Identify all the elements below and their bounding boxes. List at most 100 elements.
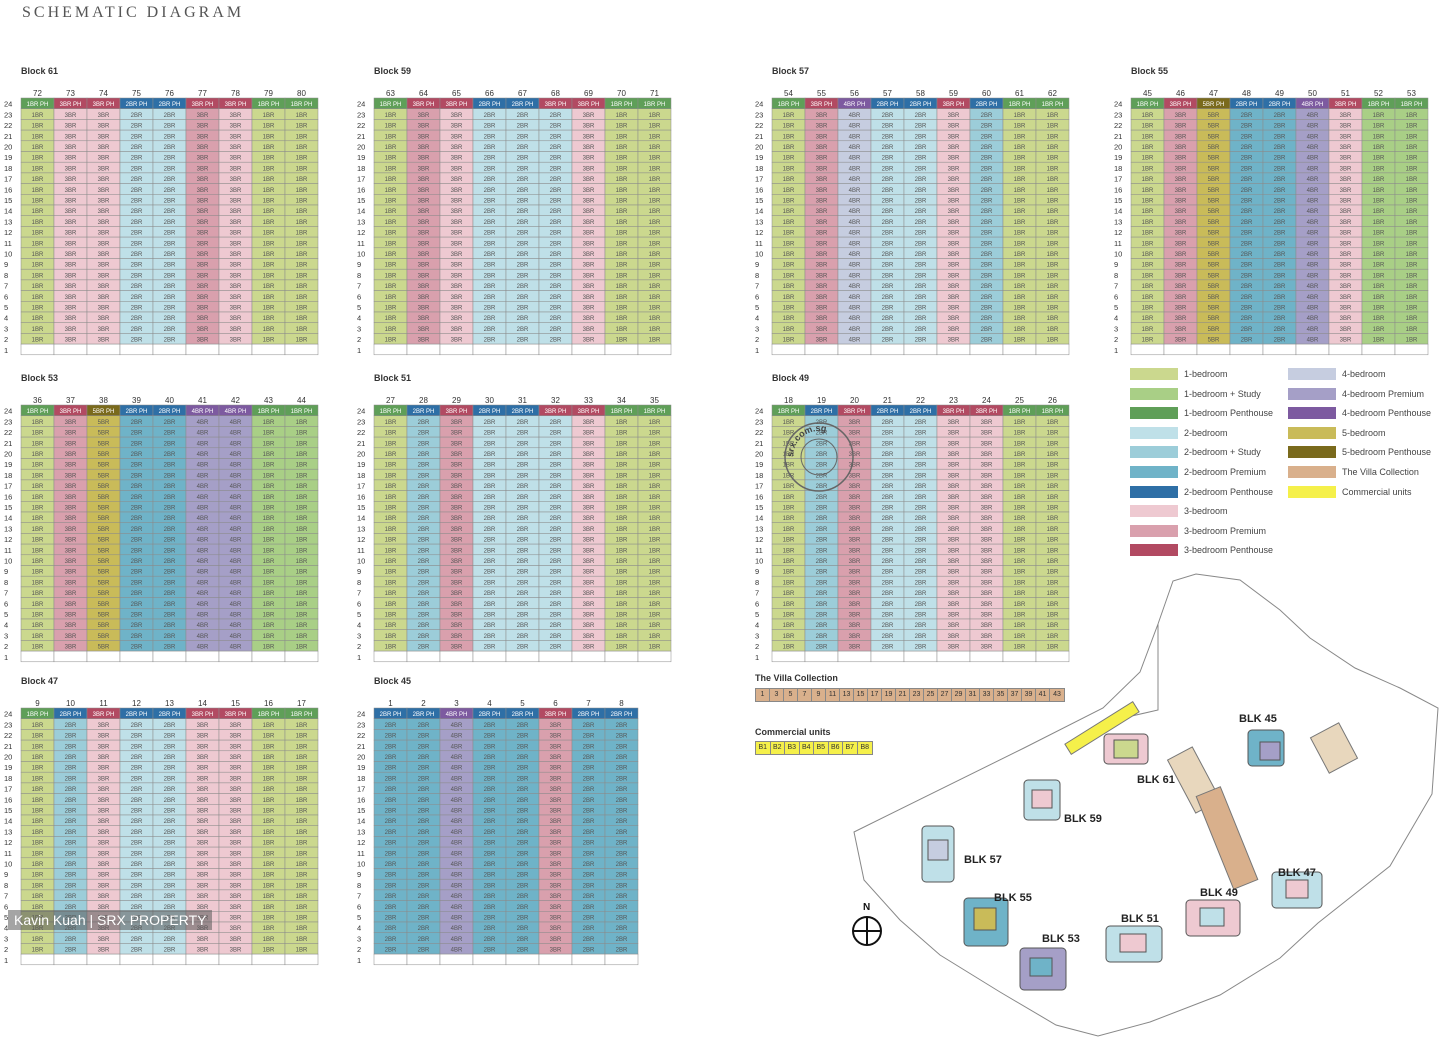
floor-number: 1 xyxy=(4,653,8,662)
unit-cell xyxy=(53,343,88,356)
unit-type-label: 3BR xyxy=(583,316,595,322)
unit-type-label: 3BR xyxy=(981,484,993,490)
unit-type-label: 1BR xyxy=(1047,156,1059,162)
unit-type-label: 2BR xyxy=(915,306,927,312)
floor-number: 4 xyxy=(4,621,8,630)
unit-type-label: 2BR xyxy=(517,338,529,344)
unit-type-label: 2BR xyxy=(550,484,562,490)
unit-type-label: 3BR xyxy=(849,431,861,437)
unit-type-label: 2BR xyxy=(550,634,562,640)
unit-type-label: 1BR xyxy=(32,145,44,151)
unit-cell xyxy=(119,343,154,356)
unit-type-label: 3BR xyxy=(98,316,110,322)
unit-type-label: 1BR xyxy=(1047,548,1059,554)
unit-type-label: 2BR xyxy=(484,441,496,447)
unit-type-label: 1BR xyxy=(1014,484,1026,490)
unit-cell xyxy=(571,650,606,663)
unit-type-label: 1BR xyxy=(1373,316,1385,322)
floor-number: 21 xyxy=(4,132,12,141)
unit-type-label: 4BR xyxy=(849,188,861,194)
floor-number: 23 xyxy=(4,720,12,729)
unit-type-label: 2BR xyxy=(164,538,176,544)
unit-type-label: 1BR PH xyxy=(258,409,280,415)
unit-type-label: 1BR xyxy=(649,591,661,597)
floor-number: 16 xyxy=(357,185,365,194)
unit-type-label: 2BR xyxy=(385,798,397,804)
unit-type-label: 1BR xyxy=(385,441,397,447)
unit-type-label: 3BR PH xyxy=(225,712,247,718)
unit-type-label: 2BR xyxy=(550,473,562,479)
unit-type-label: 3BR xyxy=(197,830,209,836)
unit-type-label: 1BR xyxy=(616,623,628,629)
unit-type-label: 3BR xyxy=(418,156,430,162)
unit-type-label: 2BR xyxy=(65,766,77,772)
unit-type-label: 2BR xyxy=(517,591,529,597)
unit-type-label: 1BR xyxy=(296,220,308,226)
unit-type-label: 1BR xyxy=(263,231,275,237)
unit-type-label: 1BR xyxy=(1047,338,1059,344)
unit-type-label: 1BR xyxy=(1373,156,1385,162)
floor-number: 18 xyxy=(4,164,12,173)
unit-type-label: 2BR xyxy=(550,327,562,333)
unit-type-label: 2BR xyxy=(164,327,176,333)
floor-number: 12 xyxy=(755,535,763,544)
unit-type-label: 3BR xyxy=(1175,209,1187,215)
floor-number: 17 xyxy=(357,785,365,794)
unit-type-label: 1BR xyxy=(616,273,628,279)
unit-type-label: 2BR xyxy=(616,905,628,911)
unit-type-label: 1BR xyxy=(616,452,628,458)
unit-type-label: 3BR xyxy=(418,113,430,119)
unit-type-label: 2BR xyxy=(131,937,143,943)
unit-type-label: 2BR xyxy=(484,734,496,740)
unit-type-label: 2BR xyxy=(882,188,894,194)
unit-number: 70 xyxy=(617,89,626,98)
unit-type-label: 3BR xyxy=(65,580,77,586)
unit-type-label: 4BR xyxy=(849,338,861,344)
unit-type-label: 3BR xyxy=(98,177,110,183)
unit-type-label: 1BR xyxy=(385,559,397,565)
unit-number: 17 xyxy=(297,699,306,708)
unit-type-label: 1BR xyxy=(783,166,795,172)
unit-type-label: 2BR PH xyxy=(479,409,501,415)
unit-type-label: 3BR xyxy=(583,452,595,458)
unit-type-label: 3BR xyxy=(418,316,430,322)
unit-number: 15 xyxy=(231,699,240,708)
unit-type-label: 2BR xyxy=(484,306,496,312)
tower-blk-45 xyxy=(1247,729,1285,767)
unit-type-label: 2BR xyxy=(484,284,496,290)
floor-number: 20 xyxy=(755,450,763,459)
floor-number: 7 xyxy=(4,892,8,901)
unit-type-label: 1BR xyxy=(263,744,275,750)
unit-type-label: 1BR xyxy=(385,284,397,290)
unit-type-label: 1BR xyxy=(1014,209,1026,215)
unit-type-label: 4BR xyxy=(1307,284,1319,290)
unit-type-label: 2BR xyxy=(131,787,143,793)
unit-type-label: 2BR xyxy=(164,441,176,447)
unit-type-label: 2BR xyxy=(882,338,894,344)
unit-type-label: 1BR xyxy=(1047,623,1059,629)
unit-type-label: 2BR xyxy=(484,830,496,836)
unit-cell xyxy=(20,650,55,663)
unit-type-label: 1BR xyxy=(385,420,397,426)
unit-type-label: 2BR xyxy=(915,209,927,215)
unit-cell xyxy=(771,650,806,663)
floor-number: 3 xyxy=(4,324,8,333)
unit-type-label: 2BR xyxy=(550,452,562,458)
unit-type-label: 3BR xyxy=(98,830,110,836)
unit-type-label: 2BR xyxy=(981,273,993,279)
unit-type-label: 2BR xyxy=(131,145,143,151)
unit-number: 5 xyxy=(520,699,525,708)
floor-number: 2 xyxy=(755,335,759,344)
unit-type-label: 1BR xyxy=(649,113,661,119)
unit-type-label: 2BR xyxy=(517,894,529,900)
unit-type-label: 1BR xyxy=(1047,559,1059,565)
unit-type-label: 2BR xyxy=(882,263,894,269)
unit-type-label: 2BR xyxy=(385,948,397,954)
unit-type-label: 2BR xyxy=(164,463,176,469)
unit-type-label: 1BR xyxy=(32,156,44,162)
unit-type-label: 3BR xyxy=(451,473,463,479)
floor-number: 2 xyxy=(4,335,8,344)
unit-type-label: 3BR xyxy=(1175,156,1187,162)
unit-type-label: 2BR xyxy=(915,177,927,183)
